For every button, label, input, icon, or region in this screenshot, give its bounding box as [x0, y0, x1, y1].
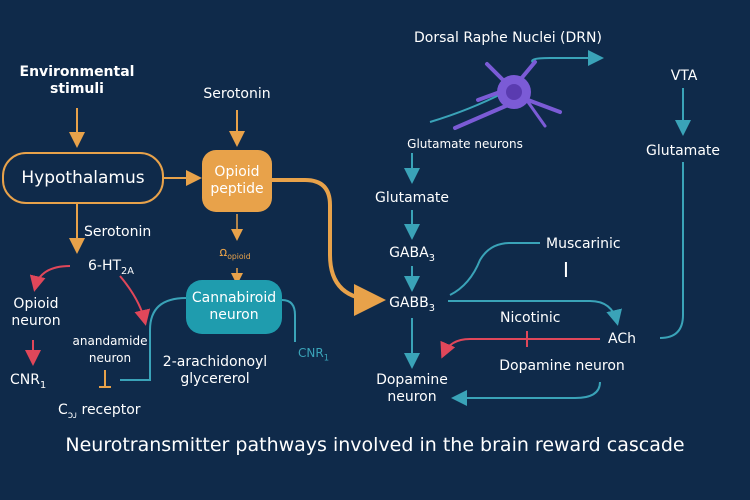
drn-label: Dorsal Raphe Nuclei (DRN): [414, 30, 602, 46]
gaba3-label: GABA3: [389, 245, 435, 264]
anandamide-neuron-label: anandamide neuron: [72, 334, 148, 365]
ht2a-label: 6-HT2A: [88, 258, 134, 277]
cannabiroid-neuron-node: Cannabiroid neuron: [186, 280, 282, 334]
opioid-neuron-label: Opioid neuron: [11, 296, 61, 329]
dopamine-neuron-right-label: Dopamine neuron: [499, 358, 625, 374]
dopamine-neuron-label: Dopamine neuron: [376, 372, 448, 405]
glutamate-neurons-label: Glutamate neurons: [407, 137, 523, 151]
line-drn-glutneurons: [429, 91, 506, 123]
opioid-receptor-symbol: ꭥopioid: [219, 245, 251, 262]
nicotinic-label: Nicotinic: [500, 310, 561, 326]
serotonin-left-label: Serotonin: [84, 224, 152, 240]
glutamate-mid-label: Glutamate: [375, 190, 449, 206]
arrow-dopamineright-dopamine: [451, 381, 601, 406]
vta-label: VTA: [670, 68, 698, 84]
hypothalamus-node: Hypothalamus: [2, 152, 164, 204]
line-muscarinic: [449, 242, 540, 296]
arrow-nicotinic-dopamine: [440, 338, 600, 359]
diagram-caption: Neurotransmitter pathways involved in th…: [65, 434, 685, 456]
arachidonoyl-glycerol-label: 2-arachidonoyl glycererol: [162, 354, 268, 387]
cnr1-left-label: CNR1: [10, 372, 47, 391]
muscarinic-symbol: I: [563, 258, 569, 282]
line-cannabiroid-creceptor: [120, 297, 187, 381]
ach-label: ACh: [608, 331, 636, 347]
line-cannabiroid-cnr1: [281, 299, 296, 342]
environmental-stimuli-label: Environmental stimuli: [19, 64, 135, 97]
glutamate-right-label: Glutamate: [646, 143, 720, 159]
drn-neuron-icon: [453, 60, 562, 130]
gabb3-label: GABB3: [389, 295, 435, 314]
arrow-opioid-gabb: [272, 178, 386, 316]
opioid-peptide-node: Opioid peptide: [202, 150, 272, 212]
arrow-drn-out: [531, 50, 604, 66]
arrow-gabb-ach: [448, 300, 622, 326]
arrow-ht-opioid-neuron: [29, 265, 71, 292]
inhibit-anandamide: [99, 370, 111, 388]
serotonin-top-label: Serotonin: [203, 86, 271, 102]
muscarinic-label: Muscarinic: [546, 236, 621, 252]
arrow-ht-anandamide: [119, 275, 151, 326]
line-glutamate-ach: [659, 162, 684, 339]
cnr1-right-label: CNR1: [298, 346, 330, 363]
c-receptor-label: Cᴐᴊ receptor: [58, 402, 141, 421]
